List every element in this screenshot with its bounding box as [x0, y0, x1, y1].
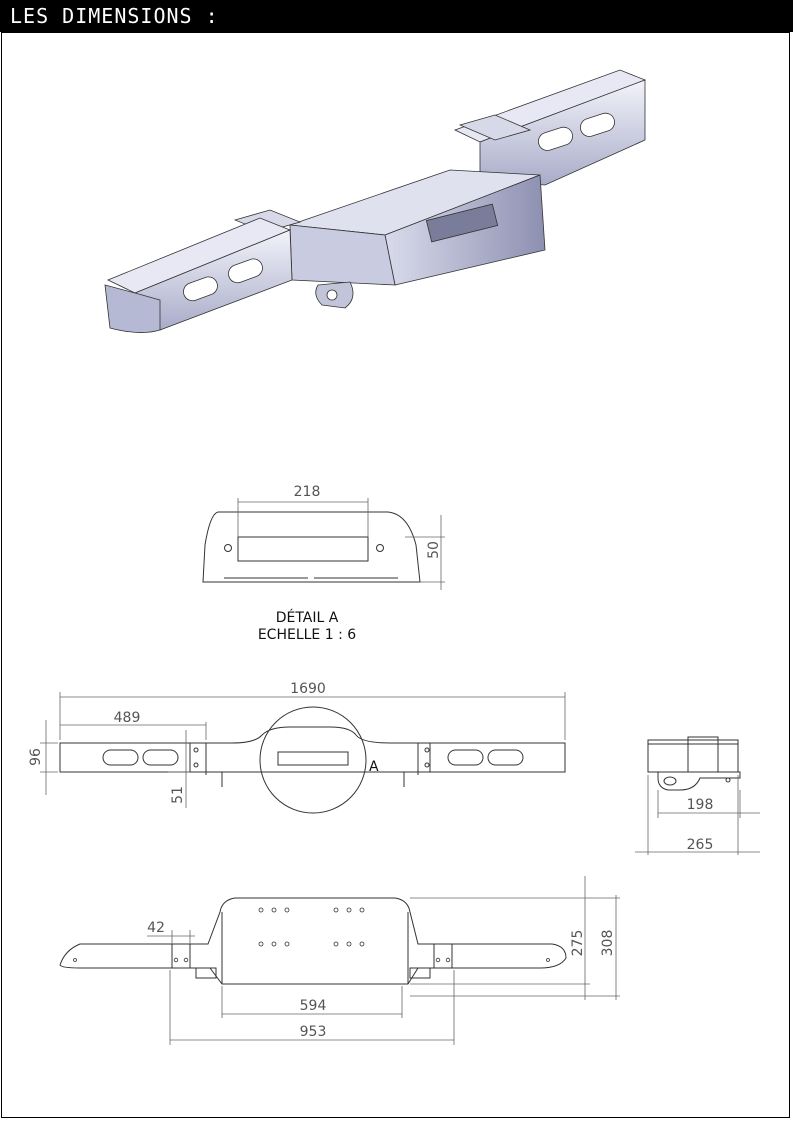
- detail-callout-label: A: [369, 759, 379, 775]
- dim-top-offset: 42: [147, 920, 165, 936]
- dim-depth-inner: 275: [570, 930, 586, 957]
- dim-mount-width: 953: [300, 1024, 327, 1040]
- detail-caption-scale: ECHELLE 1 : 6: [258, 627, 356, 643]
- drawing-frame: [1, 32, 790, 1118]
- page-header: LES DIMENSIONS :: [0, 0, 793, 32]
- detail-a-circle: [259, 706, 367, 814]
- dim-flange: 51: [170, 786, 186, 804]
- top-view: 42 594 953 275 308: [59, 876, 620, 1045]
- dim-depth-outer: 308: [600, 930, 616, 957]
- side-view: 198 265: [635, 736, 760, 855]
- dim-height: 96: [28, 748, 44, 766]
- isometric-view: [104, 69, 647, 333]
- detail-slot: [237, 536, 369, 562]
- detail-caption-title: DÉTAIL A: [276, 609, 339, 626]
- dim-side-outer: 265: [687, 837, 714, 853]
- dim-side-inner: 198: [687, 797, 714, 813]
- dim-end-section: 489: [114, 710, 141, 726]
- dim-overall-length: 1690: [290, 681, 326, 697]
- dim-detail-height: 50: [426, 541, 442, 559]
- dim-center-width: 594: [300, 998, 327, 1014]
- detail-a-view: 218 50 DÉTAIL A ECHELLE 1 : 6: [202, 484, 445, 643]
- front-view: A 1690 489 96 51: [28, 681, 566, 814]
- dim-detail-width: 218: [294, 484, 321, 500]
